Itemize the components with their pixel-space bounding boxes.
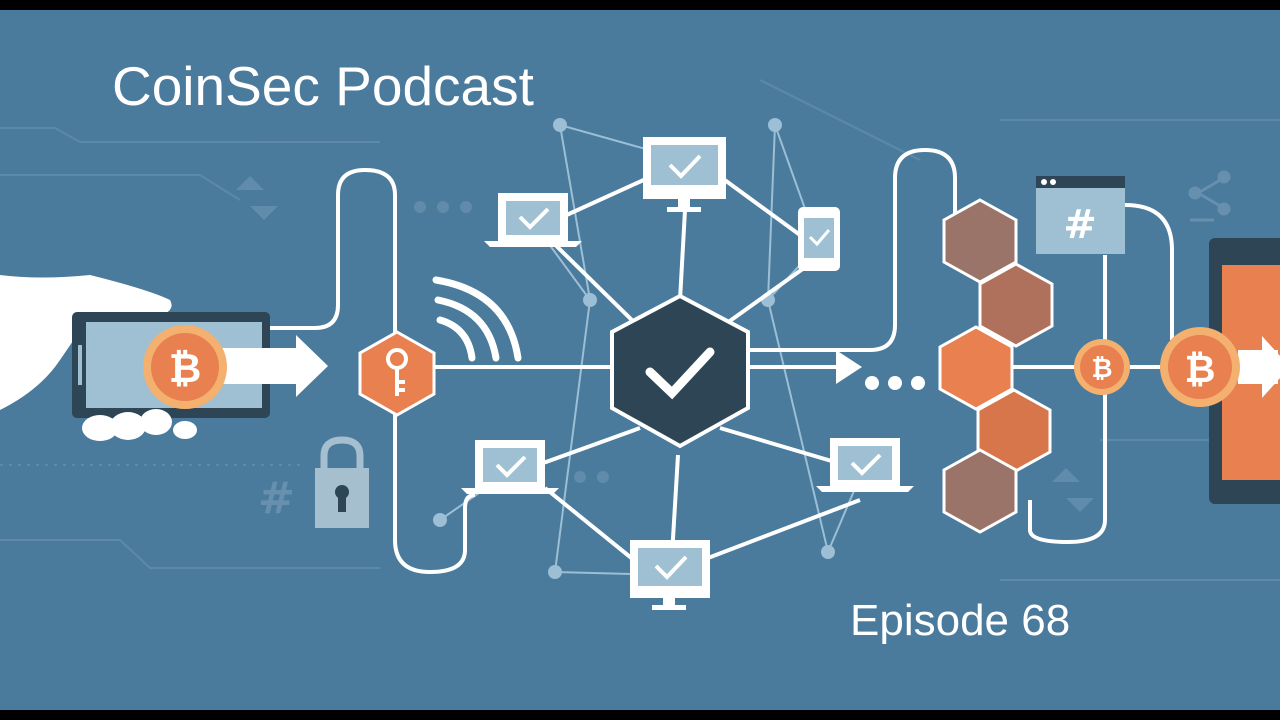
- blockchain-illustration: #: [0, 79, 1280, 610]
- background-circuit-lines: [0, 79, 1280, 581]
- faint-hash-icon: #: [258, 473, 295, 524]
- laptop-icon: [816, 438, 914, 492]
- padlock-icon: [315, 436, 369, 528]
- share-icon: [1188, 170, 1231, 222]
- wifi-icon: [432, 276, 522, 362]
- svg-text:₿: ₿: [1185, 347, 1216, 391]
- checkmark-icon: [610, 293, 750, 449]
- bitcoin-icon: ₿: [1074, 339, 1130, 395]
- svg-text:₿: ₿: [169, 346, 202, 392]
- svg-text:#: #: [1063, 202, 1097, 248]
- laptop-icon: [484, 193, 582, 247]
- svg-text:₿: ₿: [1091, 354, 1112, 384]
- bitcoin-icon: ₿: [1160, 327, 1240, 407]
- monitor-icon: [630, 540, 710, 610]
- hexagon-chain-icon: [938, 198, 1054, 534]
- monitor-icon: [643, 137, 726, 212]
- bitcoin-icon: ₿: [143, 325, 227, 409]
- browser-hash-icon: #: [1036, 176, 1125, 254]
- flow-path: [268, 147, 1174, 575]
- key-icon: [358, 330, 436, 417]
- smartphone-icon: [798, 207, 840, 271]
- podcast-title: CoinSec Podcast: [112, 55, 534, 117]
- episode-label: Episode 68: [850, 596, 1071, 645]
- episode-banner: #: [0, 10, 1280, 710]
- laptop-icon: [461, 440, 559, 494]
